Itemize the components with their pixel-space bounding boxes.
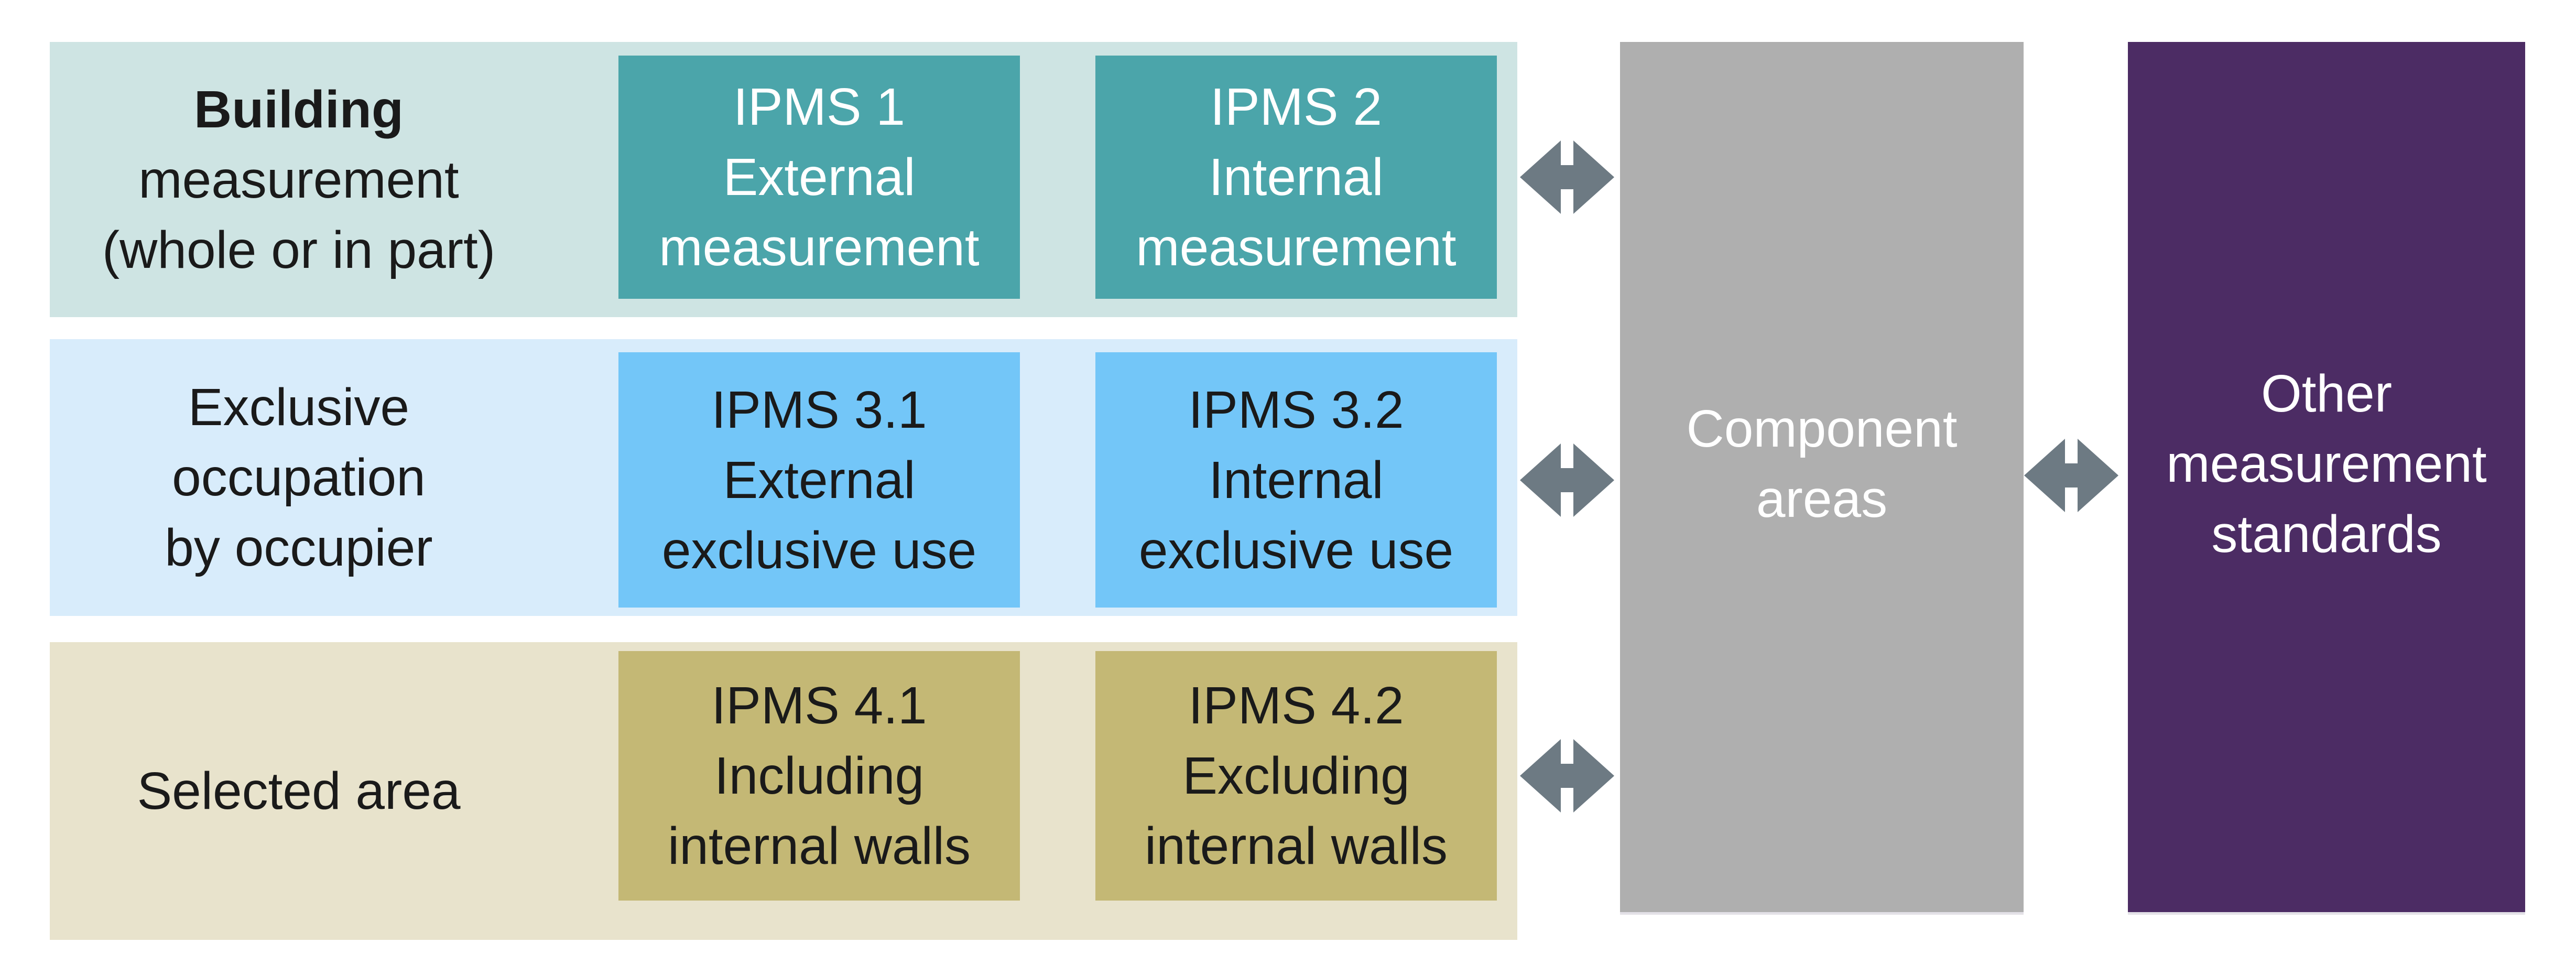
row-label-line: (whole or in part): [102, 220, 496, 279]
component-areas-box: Component areas: [1620, 42, 2024, 912]
row-selected-area: Selected area IPMS 4.1 Including interna…: [50, 642, 1517, 940]
ipms-4-1-box-text: IPMS 4.1 Including internal walls: [667, 676, 971, 875]
ipms-4-2-box-text: IPMS 4.2 Excluding internal walls: [1144, 676, 1448, 875]
double-arrow-icon-row2: [1520, 443, 1614, 517]
double-arrow-icon-row3: [1520, 739, 1614, 813]
row-label-line: by occupier: [165, 518, 433, 577]
row-label-line: occupation: [172, 448, 426, 507]
row-label-line: measurement: [138, 150, 459, 209]
row-exclusive-occupation: Exclusive occupation by occupier IPMS 3.…: [50, 339, 1517, 616]
ipms-4-1-box: IPMS 4.1 Including internal walls: [618, 651, 1020, 901]
ipms-3-1-box-text: IPMS 3.1 External exclusive use: [661, 380, 977, 580]
exclusive-occupation-label: Exclusive occupation by occupier: [50, 339, 548, 616]
ipms-3-1-box: IPMS 3.1 External exclusive use: [618, 352, 1020, 608]
ipms-3-2-box-text: IPMS 3.2 Internal exclusive use: [1138, 380, 1454, 580]
double-arrow-icon-component-other: [2024, 439, 2118, 512]
building-measurement-label: Building measurement (whole or in part): [50, 42, 548, 317]
ipms-1-box-text: IPMS 1 External measurement: [659, 78, 980, 277]
row-label-line: Exclusive: [188, 378, 410, 437]
row-label-line: Selected area: [137, 762, 461, 820]
row-building-measurement: Building measurement (whole or in part) …: [50, 42, 1517, 317]
ipms-4-2-box: IPMS 4.2 Excluding internal walls: [1095, 651, 1497, 901]
other-measurement-standards-box: Other measurement standards: [2128, 42, 2525, 912]
ipms-3-2-box: IPMS 3.2 Internal exclusive use: [1095, 352, 1497, 608]
double-arrow-icon-row1: [1520, 140, 1614, 214]
ipms-2-box: IPMS 2 Internal measurement: [1095, 56, 1497, 299]
ipms-1-box: IPMS 1 External measurement: [618, 56, 1020, 299]
row-label-line: Building: [194, 80, 404, 139]
component-areas-box-text: Component areas: [1686, 399, 1958, 528]
selected-area-label: Selected area: [50, 642, 548, 940]
other-measurement-standards-box-text: Other measurement standards: [2166, 364, 2487, 564]
ipms-2-box-text: IPMS 2 Internal measurement: [1136, 78, 1457, 277]
